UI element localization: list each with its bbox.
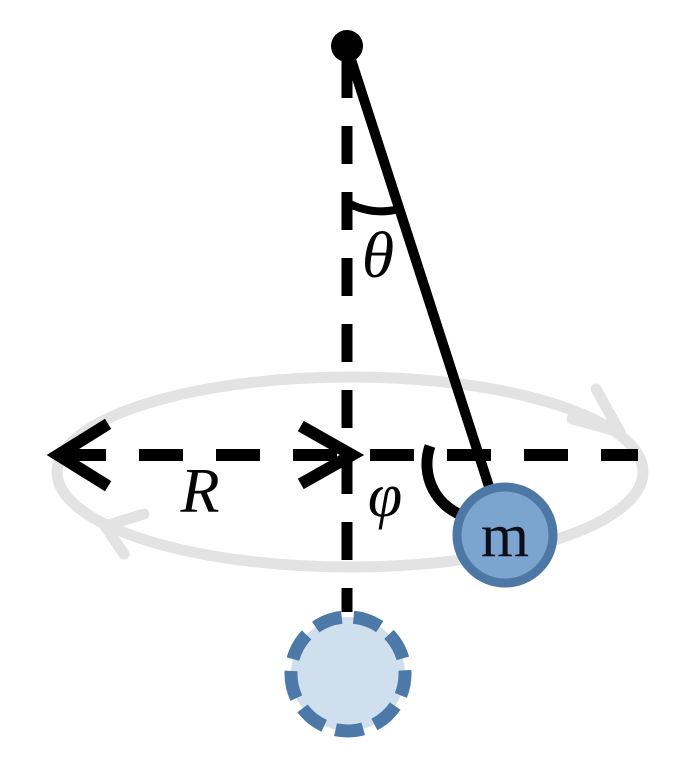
mass-bob xyxy=(452,482,558,588)
ghost-mass-position xyxy=(284,610,412,738)
circular-path-ellipse xyxy=(51,371,649,573)
pendulum-string xyxy=(342,45,509,535)
phi-angle-arc xyxy=(421,444,469,523)
theta-angle-arc xyxy=(344,198,401,216)
radius-arrow-left-icon xyxy=(46,418,112,492)
rotation-arrow-top-right-icon xyxy=(566,383,626,438)
radius-label: R xyxy=(179,455,219,526)
phi-label: φ xyxy=(368,462,402,530)
rotation-arrow-bottom-left-icon xyxy=(99,508,150,560)
radius-arrow-right-icon xyxy=(297,420,365,490)
pivot-point xyxy=(331,30,363,62)
theta-label: θ xyxy=(362,219,394,292)
mass-label: m xyxy=(481,502,529,570)
